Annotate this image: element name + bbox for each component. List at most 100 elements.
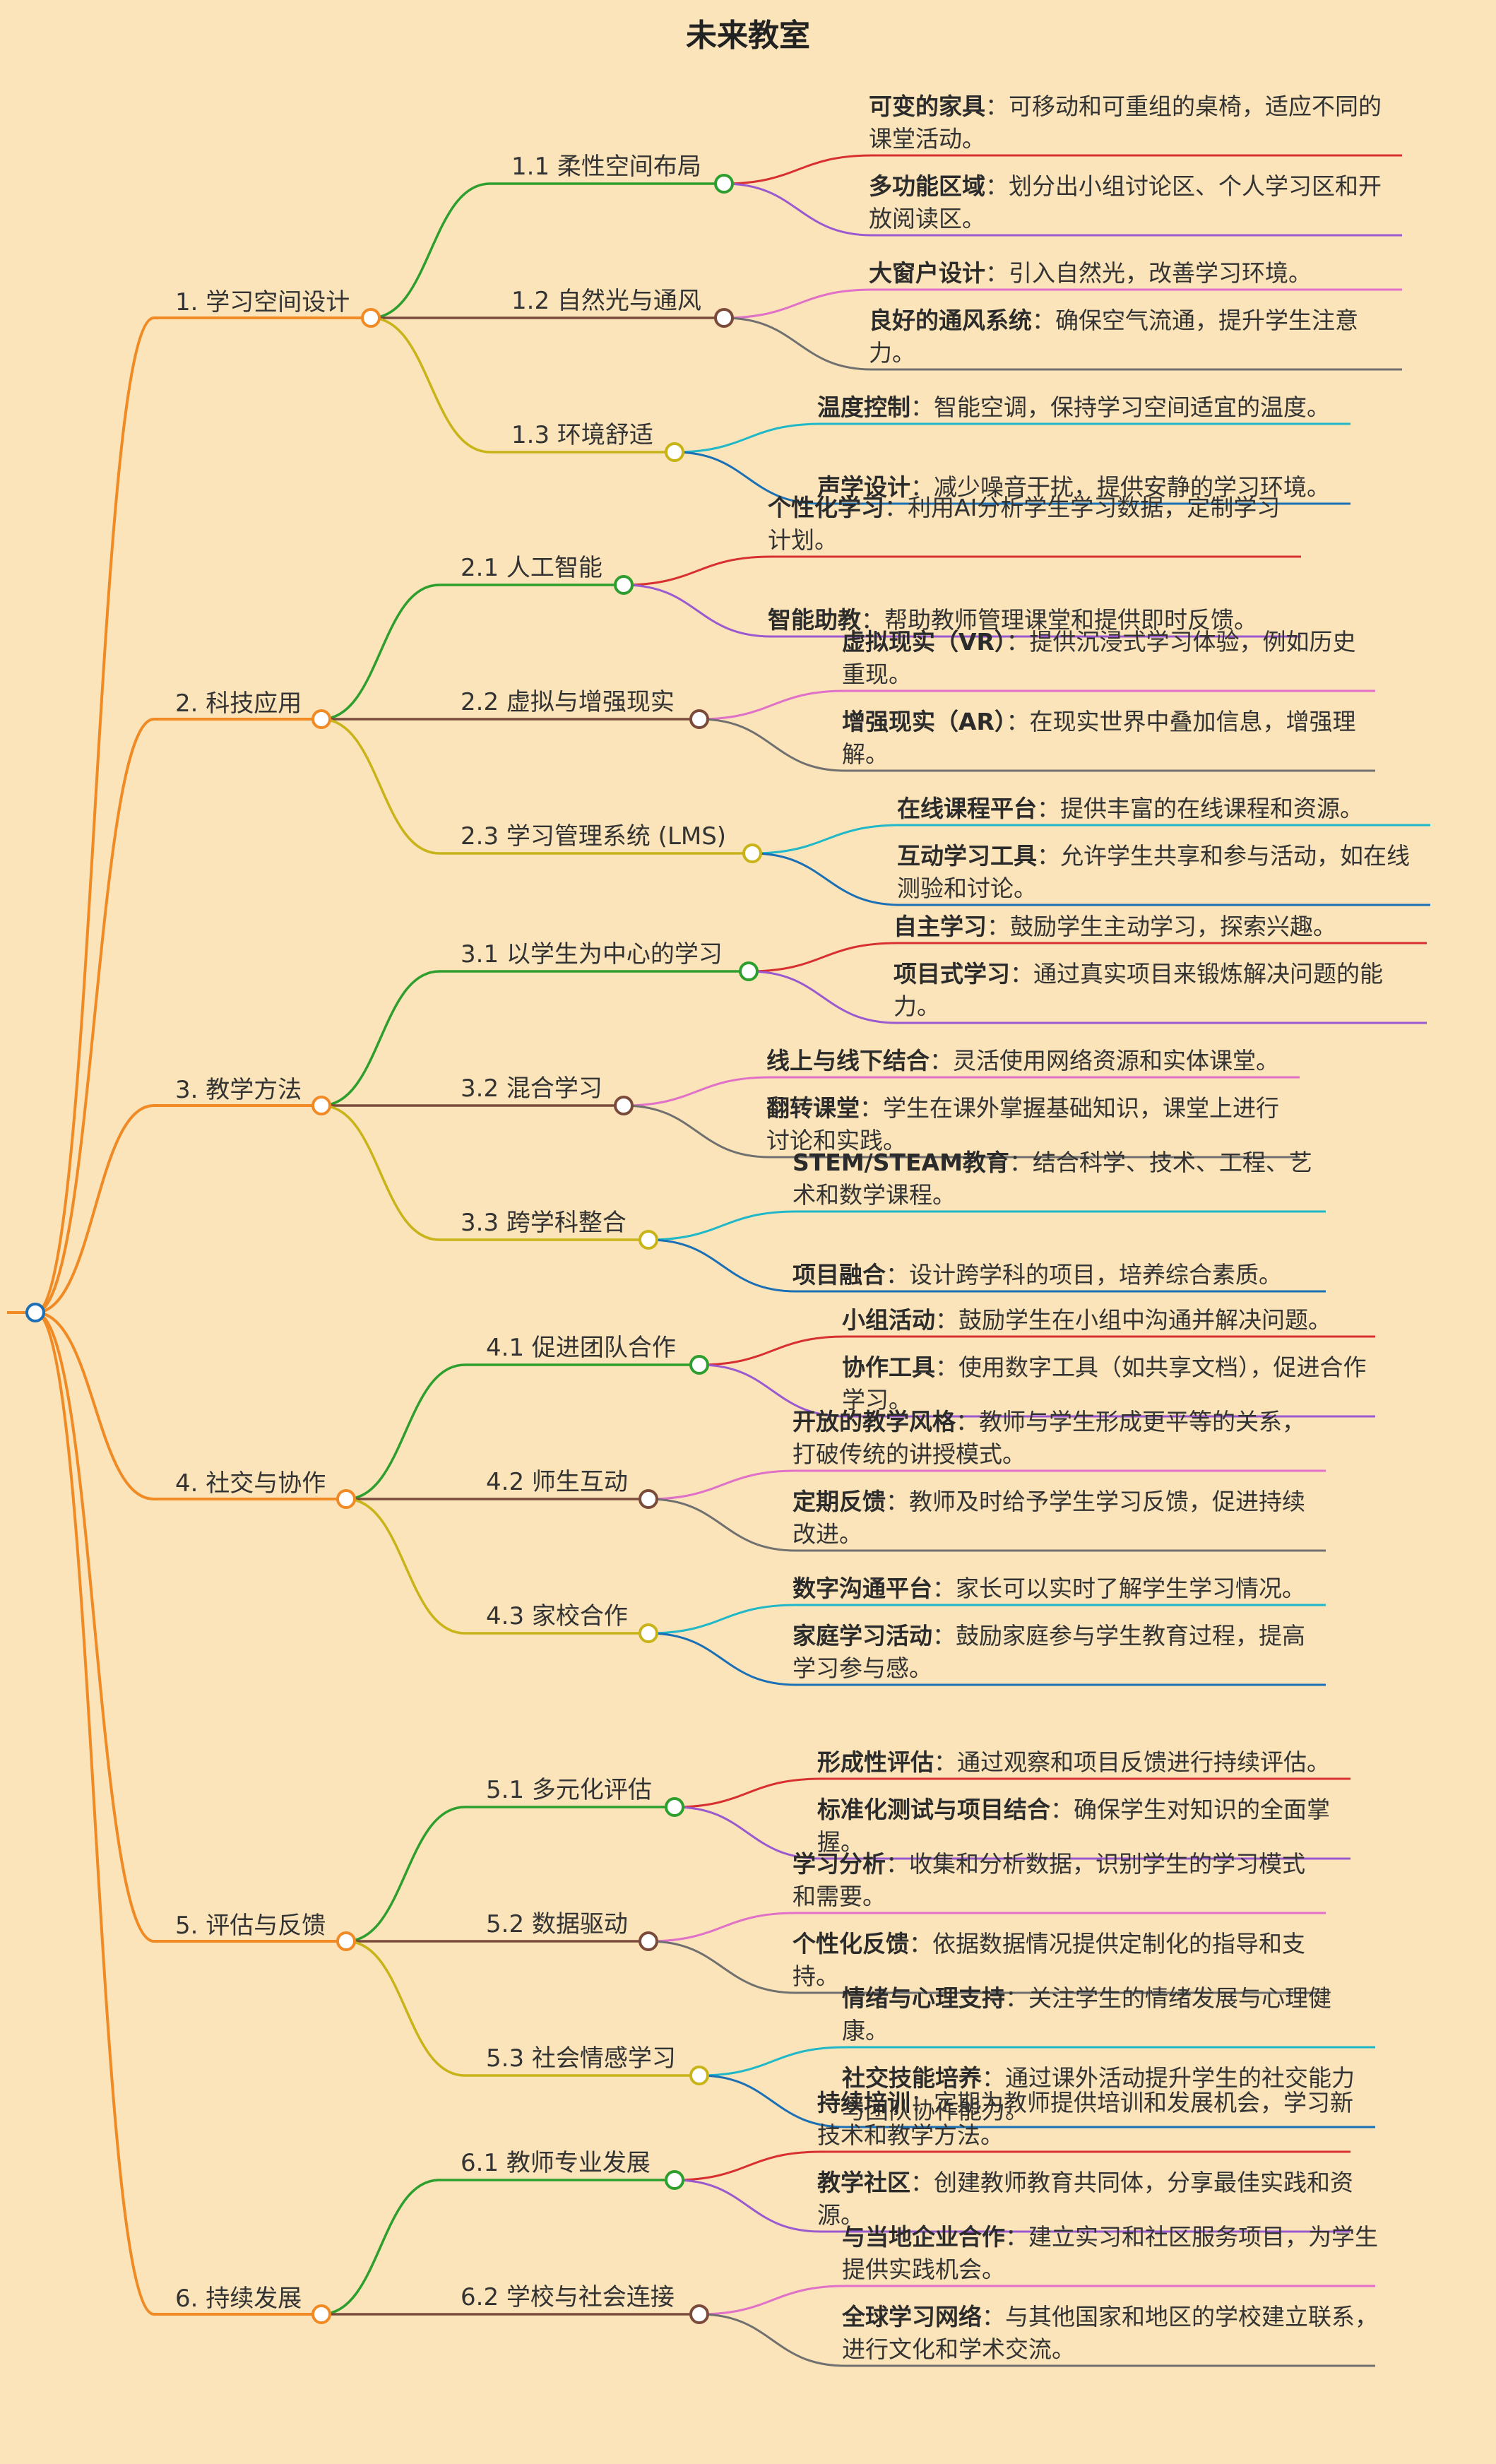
subtopic-node[interactable]	[714, 174, 734, 194]
subtopic-node[interactable]	[639, 1623, 658, 1643]
topic-node[interactable]	[311, 1096, 331, 1115]
subtopic-label[interactable]: 1.2 自然光与通风	[511, 287, 701, 315]
subtopic-node[interactable]	[689, 709, 709, 729]
leaf-branch-line	[648, 1912, 797, 1943]
subtopic-node[interactable]	[614, 575, 634, 595]
subtopic-node[interactable]	[689, 2066, 709, 2085]
leaf-term: 与当地企业合作	[842, 2223, 1005, 2251]
subtopic-label[interactable]: 2.1 人工智能	[461, 554, 602, 582]
subtopic-label[interactable]: 2.3 学习管理系统 (LMS)	[461, 822, 727, 851]
leaf-term: 智能助教	[768, 606, 861, 634]
leaf-content: 形成性评估：通过观察和项目反馈进行持续评估。	[817, 1746, 1330, 1779]
subtopic-label[interactable]: 2.2 虚拟与增强现实	[461, 688, 675, 716]
root-branch-line	[35, 1311, 155, 1943]
subtopic-node[interactable]	[742, 843, 762, 863]
leaf-branch-line	[723, 154, 873, 185]
leaf-description: ：划分出小组讨论区、个人学习区和开放阅读区。	[869, 172, 1382, 232]
topic-node[interactable]	[311, 2304, 331, 2324]
subtopic-node[interactable]	[665, 1797, 684, 1817]
subtopic-label[interactable]: 5.3 社会情感学习	[486, 2044, 676, 2073]
leaf-description: ：依据数据情况提供定制化的指导和支持。	[792, 1930, 1305, 1990]
leaf-term: 温度控制	[817, 393, 910, 421]
topic-label[interactable]: 2. 科技应用	[175, 689, 302, 718]
subtopic-node[interactable]	[639, 1931, 658, 1951]
leaf-branch-line	[699, 2074, 846, 2128]
subtopic-node[interactable]	[739, 961, 759, 981]
leaf-term: 开放的教学风格	[792, 1408, 956, 1435]
leaf-description: ：结合科学、技术、工程、艺术和数学课程。	[792, 1149, 1312, 1209]
leaf-text: 定期反馈：教师及时给予学生学习反馈，促进持续改进。	[792, 1486, 1319, 1551]
topic-label[interactable]: 3. 教学方法	[175, 1076, 302, 1104]
topic-node[interactable]	[336, 1931, 356, 1951]
subtopic-node[interactable]	[714, 308, 734, 328]
subtopic-label[interactable]: 1.1 柔性空间布局	[511, 153, 701, 181]
topic-node[interactable]	[311, 709, 331, 729]
leaf-term: 项目融合	[792, 1261, 886, 1289]
leaf-text: 声学设计：减少噪音干扰，提供安静的学习环境。	[817, 439, 1343, 504]
leaf-text: 形成性评估：通过观察和项目反馈进行持续评估。	[817, 1714, 1350, 1779]
leaf-branch-line	[699, 1335, 846, 1366]
subtopic-label[interactable]: 3.1 以学生为中心的学习	[461, 940, 723, 969]
leaf-content: 数字沟通平台：家长可以实时了解学生学习情况。	[792, 1572, 1305, 1605]
leaf-text: 良好的通风系统：确保空气流通，提升学生注意力。	[869, 304, 1402, 369]
subtopic-label[interactable]: 4.1 促进团队合作	[486, 1334, 676, 1362]
subtopic-node[interactable]	[639, 1489, 658, 1509]
leaf-description: ：引入自然光，改善学习环境。	[985, 259, 1312, 287]
leaf-term: 多功能区域	[869, 172, 985, 200]
subtopic-node[interactable]	[614, 1096, 634, 1115]
leaf-description: ：家长可以实时了解学生学习情况。	[932, 1575, 1305, 1602]
leaf-content: 协作工具：使用数字工具（如共享文档），促进合作学习。	[842, 1351, 1379, 1416]
subtopic-node[interactable]	[665, 442, 684, 462]
topic-label[interactable]: 5. 评估与反馈	[175, 1912, 326, 1940]
subtopic-label[interactable]: 6.2 学校与社会连接	[461, 2283, 675, 2311]
topic-label[interactable]: 1. 学习空间设计	[175, 288, 350, 316]
leaf-branch-line	[723, 288, 873, 319]
subtopic-label[interactable]: 4.2 师生互动	[486, 1468, 628, 1496]
leaf-term: 良好的通风系统	[869, 307, 1032, 334]
subtopic-label[interactable]: 5.1 多元化评估	[486, 1776, 652, 1804]
leaf-branch-line	[723, 182, 873, 237]
leaf-content: 虚拟现实（VR）：提供沉浸式学习体验，例如历史重现。	[842, 626, 1375, 691]
subtopic-node[interactable]	[689, 1355, 709, 1375]
leaf-description: ：在现实世界中叠加信息，增强理解。	[842, 708, 1356, 768]
leaf-content: 小组活动：鼓励学生在小组中沟通并解决问题。	[842, 1304, 1331, 1337]
subtopic-label[interactable]: 3.2 混合学习	[461, 1074, 602, 1103]
subtopic-node[interactable]	[689, 2304, 709, 2324]
root-branch-line	[35, 1311, 155, 2316]
leaf-term: 数字沟通平台	[792, 1575, 932, 1602]
subtopic-node[interactable]	[665, 2170, 684, 2190]
root-node[interactable]	[25, 1303, 45, 1322]
leaf-content: 多功能区域：划分出小组讨论区、个人学习区和开放阅读区。	[869, 170, 1402, 235]
leaf-description: ：设计跨学科的项目，培养综合素质。	[886, 1261, 1282, 1289]
leaf-content: 自主学习：鼓励学生主动学习，探索兴趣。	[894, 911, 1336, 943]
leaf-term: 持续培训	[817, 2089, 910, 2116]
topic-node[interactable]	[336, 1489, 356, 1509]
topic-label[interactable]: 4. 社交与协作	[175, 1469, 326, 1498]
leaf-content: 定期反馈：教师及时给予学生学习反馈，促进持续改进。	[792, 1486, 1319, 1551]
topic-label[interactable]: 6. 持续发展	[175, 2285, 302, 2313]
subtopic-label[interactable]: 5.2 数据驱动	[486, 1910, 628, 1938]
leaf-content: 全球学习网络：与其他国家和地区的学校建立联系，进行文化和学术交流。	[842, 2301, 1379, 2366]
subtopic-label[interactable]: 1.3 环境舒适	[511, 421, 653, 449]
subtopic-label[interactable]: 6.1 教师专业发展	[461, 2149, 651, 2177]
subtopic-label[interactable]: 4.3 家校合作	[486, 1602, 628, 1630]
leaf-text: 协作工具：使用数字工具（如共享文档），促进合作学习。	[842, 1351, 1379, 1416]
leaf-content: 个性化学习：利用AI分析学生学习数据，定制学习计划。	[768, 492, 1301, 557]
leaf-content: 开放的教学风格：教师与学生形成更平等的关系，打破传统的讲授模式。	[792, 1406, 1319, 1471]
leaf-term: 全球学习网络	[842, 2303, 982, 2330]
leaf-branch-line	[648, 1632, 797, 1686]
leaf-branch-line	[623, 555, 772, 586]
leaf-text: 互动学习工具：允许学生共享和参与活动，如在线测验和讨论。	[897, 840, 1430, 905]
leaf-description: ：确保空气流通，提升学生注意力。	[869, 307, 1358, 367]
subtopic-label[interactable]: 3.3 跨学科整合	[461, 1209, 627, 1237]
topic-node[interactable]	[361, 308, 381, 328]
leaf-content: 持续培训：定期为教师提供培训和发展机会，学习新技术和教学方法。	[817, 2087, 1354, 2152]
leaf-term: 可变的家具	[869, 93, 985, 120]
subtopic-node[interactable]	[639, 1230, 658, 1250]
leaf-content: STEM/STEAM教育：结合科学、技术、工程、艺术和数学课程。	[792, 1147, 1329, 1212]
leaf-content: 线上与线下结合：灵活使用网络资源和实体课堂。	[766, 1045, 1279, 1077]
leaf-content: 翻转课堂：学生在课外掌握基础知识，课堂上进行讨论和实践。	[766, 1092, 1300, 1157]
leaf-text: 情绪与心理支持：关注学生的情绪发展与心理健康。	[842, 1982, 1375, 2047]
leaf-description: ：确保学生对知识的全面掌握。	[817, 1796, 1330, 1856]
